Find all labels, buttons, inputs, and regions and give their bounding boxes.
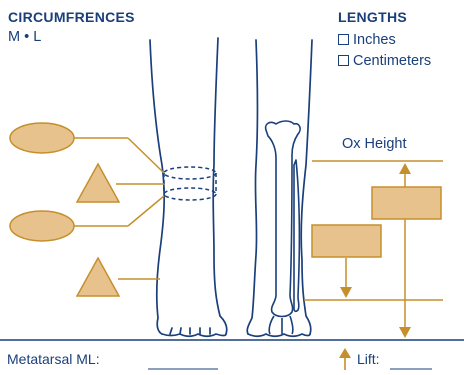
- ellipse-input-1[interactable]: [10, 123, 74, 153]
- triangle-input-2[interactable]: [77, 258, 119, 296]
- leader-lines: [72, 138, 443, 330]
- lower-length-box[interactable]: [312, 225, 381, 257]
- lift-arrow-icon: [339, 348, 351, 370]
- triangle-input-1[interactable]: [77, 164, 119, 202]
- leg-bones-icon: [266, 121, 300, 334]
- ox-height-box[interactable]: [372, 187, 441, 219]
- measurement-shapes: [10, 123, 441, 296]
- left-leg-outline: [150, 38, 227, 336]
- ellipse-input-2[interactable]: [10, 211, 74, 241]
- knee-circumference-markers: [164, 167, 216, 200]
